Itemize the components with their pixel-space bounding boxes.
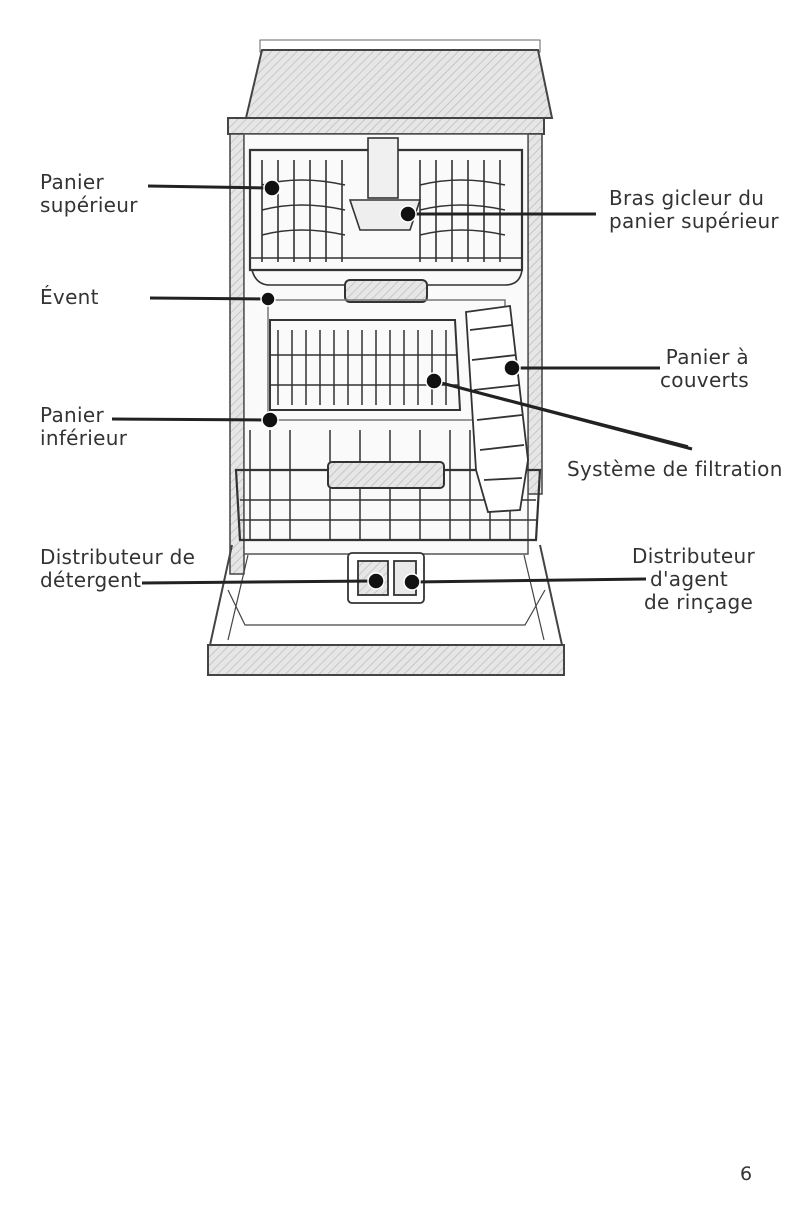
- callout-dot-filter: [426, 373, 442, 389]
- callout-dot-detergent: [368, 573, 384, 589]
- callout-dot-vent: [261, 292, 275, 306]
- callout-dot-lower-rack: [262, 412, 278, 428]
- label-rinse-aid-dispenser: Distributeur d'agent de rinçage: [632, 545, 755, 614]
- countertop: [246, 40, 552, 118]
- rack-handle: [345, 280, 427, 302]
- callout-dot-cutlery: [504, 360, 520, 376]
- page-number: 6: [740, 1163, 752, 1185]
- label-filter-system: Système de filtration: [567, 458, 783, 481]
- callout-dot-spray-arm: [400, 206, 416, 222]
- label-vent: Évent: [40, 286, 99, 309]
- callout-dot-rinse-aid: [404, 574, 420, 590]
- callout-dot-upper-rack: [264, 180, 280, 196]
